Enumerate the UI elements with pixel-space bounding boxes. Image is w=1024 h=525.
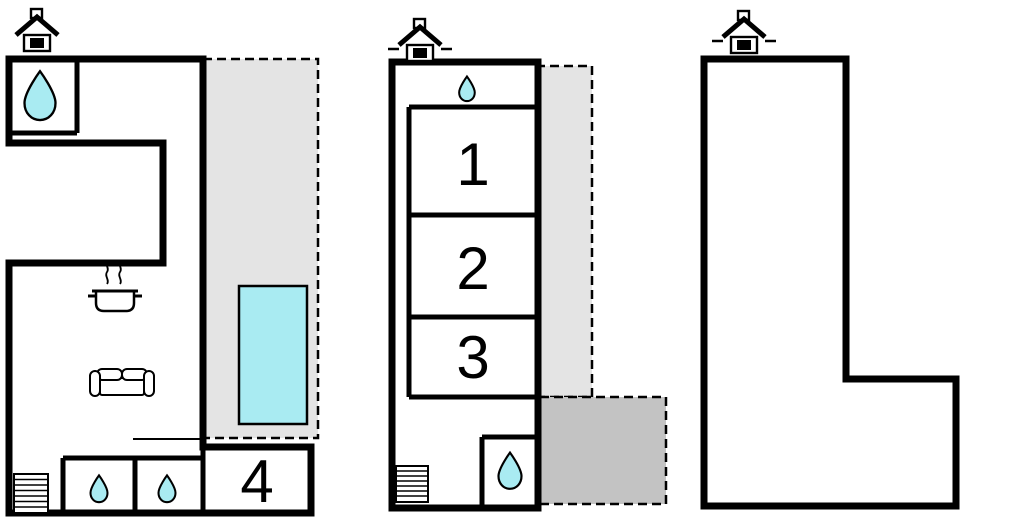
sofa-armrest <box>89 370 101 397</box>
room-2-label: 2 <box>456 235 489 302</box>
house-icon <box>388 17 452 63</box>
bathroom-wall <box>479 434 538 508</box>
terrace-block <box>538 395 668 506</box>
house-icon <box>14 7 60 53</box>
plan-middle: 1 2 3 <box>388 17 668 512</box>
stairs-icon <box>13 473 49 514</box>
room-4-label: 4 <box>240 448 273 515</box>
stove-icon <box>88 259 142 313</box>
room-3-label: 3 <box>456 324 489 391</box>
sofa-armrest <box>143 370 155 397</box>
pool <box>237 284 309 426</box>
plan-right <box>700 9 960 510</box>
outer-wall <box>388 58 542 512</box>
bottom-room-walls <box>60 447 206 513</box>
stairs-icon <box>395 465 429 503</box>
bathroom-wall <box>9 59 80 136</box>
pot-body <box>94 289 136 313</box>
steam-line <box>118 259 122 285</box>
outer-wall <box>5 55 315 517</box>
terrace-strip <box>534 64 594 399</box>
steam-line <box>105 259 109 285</box>
room-walls <box>406 104 538 400</box>
house-fill <box>413 48 427 58</box>
roof <box>397 23 443 47</box>
room-1-label: 1 <box>456 131 489 198</box>
plan-left: 4 <box>5 7 320 517</box>
sofa-icon <box>89 368 155 397</box>
house-fill <box>737 40 751 50</box>
roof <box>14 13 60 37</box>
roof <box>721 15 767 39</box>
house-fill <box>30 38 44 48</box>
house-icon <box>712 9 776 55</box>
outer-wall <box>700 55 960 510</box>
